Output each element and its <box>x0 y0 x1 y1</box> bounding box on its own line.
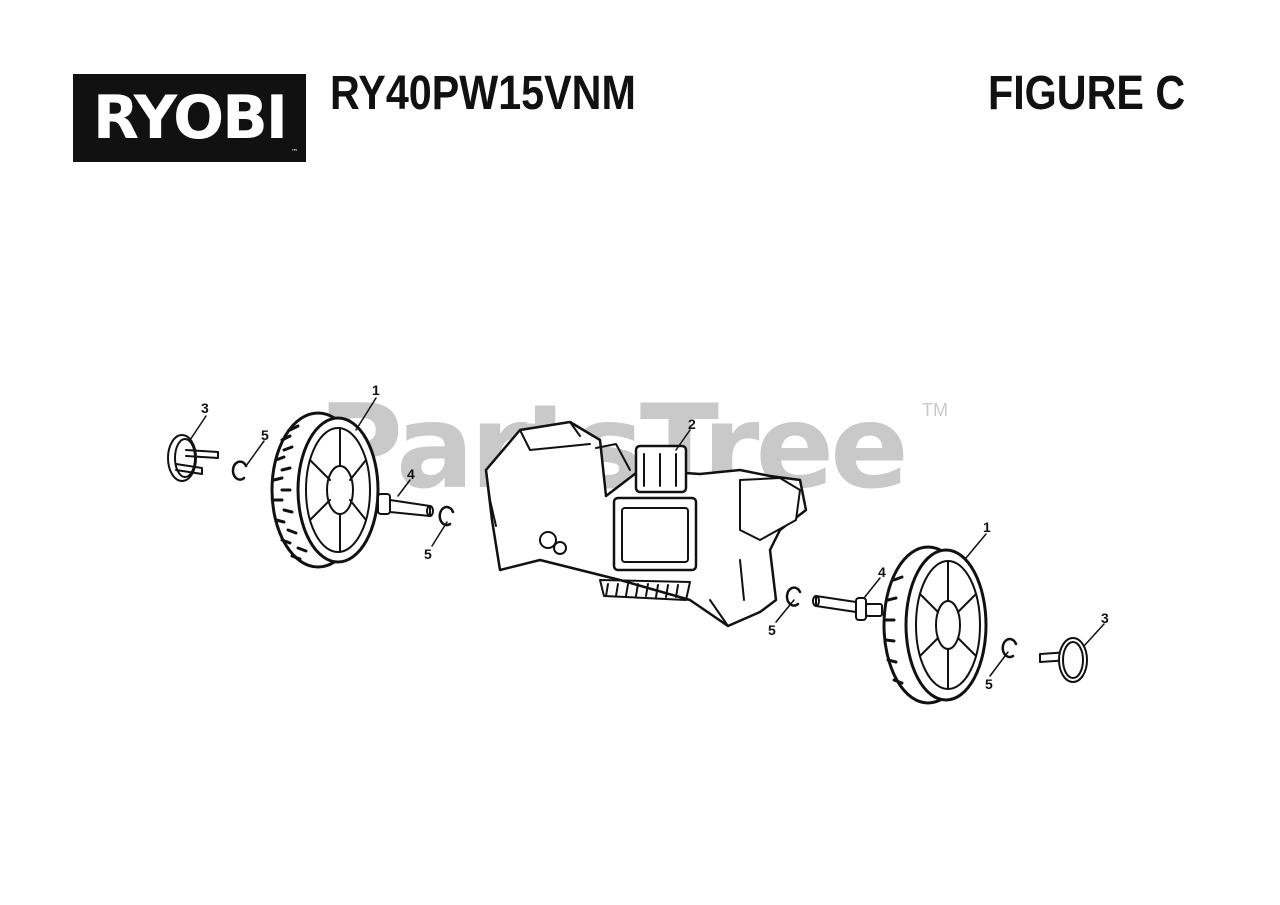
left-wheel[interactable] <box>270 411 380 569</box>
callout-left-axle: 4 <box>407 466 415 482</box>
right-wheel[interactable] <box>882 545 988 705</box>
ryobi-logo: RYOBI ™ <box>73 74 306 162</box>
right-clip-outer[interactable] <box>1001 637 1018 659</box>
right-clip-inner[interactable] <box>785 586 802 607</box>
callout-left-wheel: 1 <box>372 382 380 398</box>
callout-frame: 2 <box>688 416 696 432</box>
callout-right-axle: 4 <box>878 564 886 580</box>
watermark-tm: TM <box>922 400 948 420</box>
figure-label: FIGURE C <box>988 67 1186 120</box>
callout-right-clip-inner: 5 <box>768 622 776 638</box>
model-number: RY40PW15VNM <box>330 67 636 120</box>
callout-left-clip-top: 5 <box>261 427 269 443</box>
callout-right-wheel: 1 <box>983 519 991 535</box>
callout-right-clip-outer: 5 <box>985 676 993 692</box>
left-axle[interactable] <box>377 493 434 517</box>
right-axle[interactable] <box>812 595 883 621</box>
logo-text: RYOBI <box>92 83 288 153</box>
callout-left-cap: 3 <box>201 400 209 416</box>
callout-right-cap: 3 <box>1101 610 1109 626</box>
left-hub-cap[interactable] <box>167 434 219 482</box>
leader-lines <box>189 397 1105 677</box>
left-clip-top[interactable] <box>231 460 248 481</box>
right-hub-cap[interactable] <box>1039 637 1088 683</box>
frame-chassis[interactable] <box>484 420 808 628</box>
logo-tm: ™ <box>291 148 298 156</box>
callout-left-clip-bottom: 5 <box>424 546 432 562</box>
